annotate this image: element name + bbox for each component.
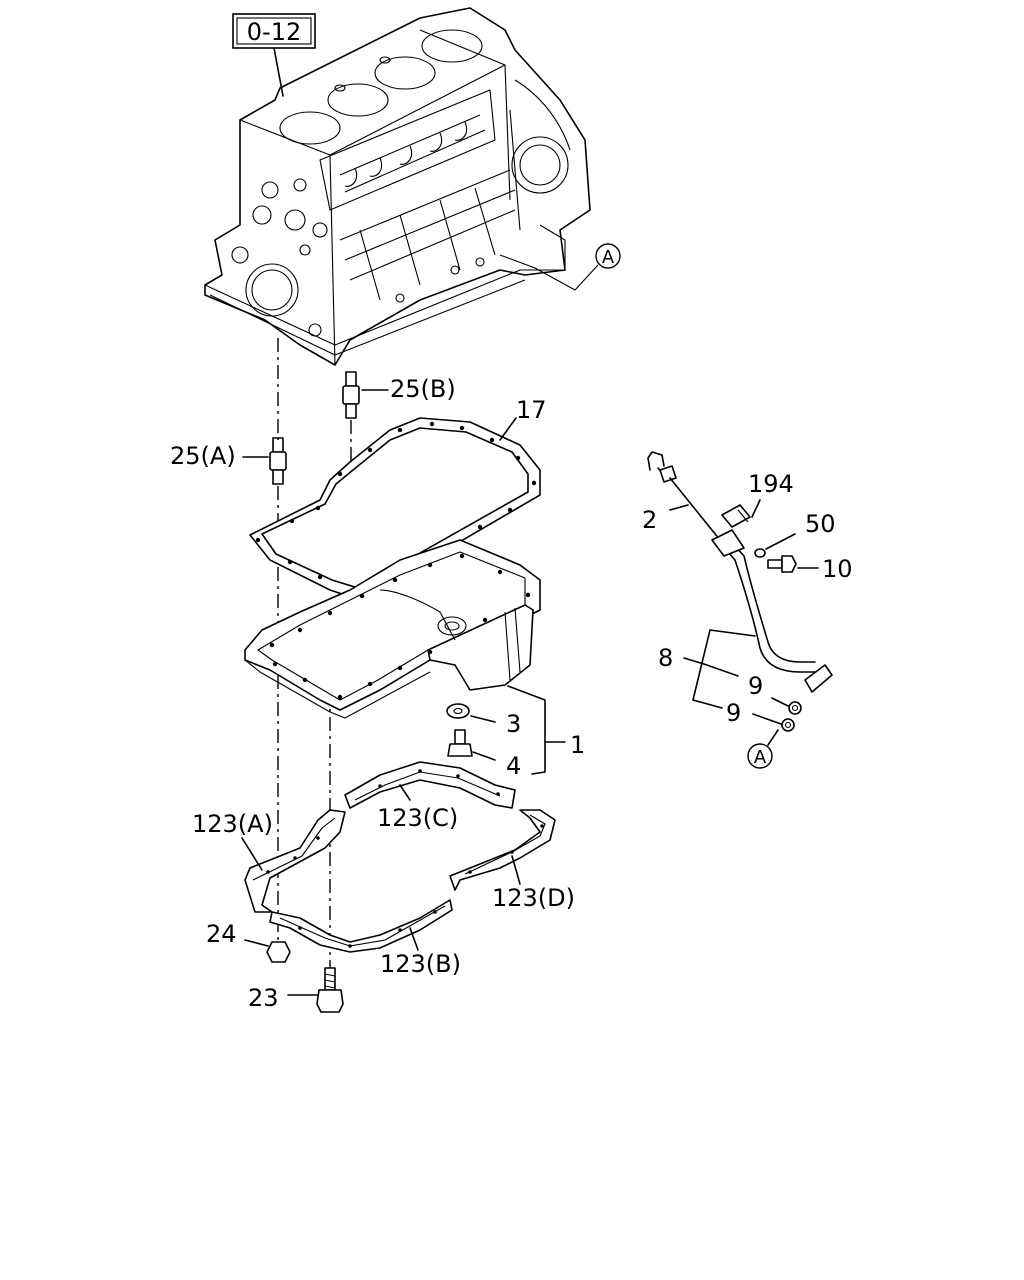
gasket-123c — [344, 761, 516, 809]
callout-4: 4 — [506, 752, 521, 780]
callout-25b: 25(B) — [390, 375, 456, 403]
dowel-pin-25b — [342, 371, 389, 419]
dipstick-guide-tube — [711, 529, 833, 693]
gasket-9a — [771, 697, 802, 715]
callout-23: 23 — [248, 984, 279, 1012]
oil-level-gauge-dipstick — [647, 451, 721, 541]
callout-9a: 9 — [748, 672, 763, 700]
connector-a-top-label: A — [602, 247, 615, 268]
callout-24: 24 — [206, 920, 237, 948]
connector-a-bottom-label: A — [754, 747, 767, 768]
clip-194 — [721, 499, 761, 528]
washer-3 — [446, 703, 496, 723]
reference-box-label: 0-12 — [247, 18, 301, 46]
bracket-8 — [692, 629, 756, 709]
callout-10: 10 — [822, 555, 853, 583]
nut-24 — [244, 939, 291, 963]
callout-8: 8 — [658, 644, 673, 672]
lower-gasket-bolt-holes — [266, 769, 544, 948]
bolt-10 — [767, 555, 819, 573]
oil-pan — [244, 539, 566, 775]
callout-123c: 123(C) — [377, 804, 458, 832]
callout-194: 194 — [748, 470, 794, 498]
callout-3: 3 — [506, 710, 521, 738]
callout-1: 1 — [570, 731, 585, 759]
drain-plug-4 — [447, 729, 496, 761]
callout-123b: 123(B) — [380, 950, 461, 978]
connector-a-top: A — [499, 243, 621, 291]
dowel-pin-25a — [242, 437, 287, 485]
callout-17: 17 — [516, 396, 547, 424]
callout-123d: 123(D) — [492, 884, 575, 912]
callout-9b: 9 — [726, 699, 741, 727]
gasket-123b — [269, 899, 453, 953]
cylinder-block — [204, 7, 591, 366]
callout-2: 2 — [642, 506, 657, 534]
reference-box: 0-12 — [232, 13, 316, 97]
callout-123a: 123(A) — [192, 810, 273, 838]
washer-50 — [754, 533, 796, 558]
gasket-123d — [449, 809, 556, 891]
callout-labels: 25(B) 17 25(A) 194 2 50 10 8 9 9 3 1 4 1… — [170, 375, 853, 1012]
connector-a-bottom: A — [747, 729, 779, 769]
callout-50: 50 — [805, 510, 836, 538]
callout-25a: 25(A) — [170, 442, 236, 470]
gasket-9b — [752, 713, 795, 732]
bolt-23 — [287, 967, 344, 1013]
